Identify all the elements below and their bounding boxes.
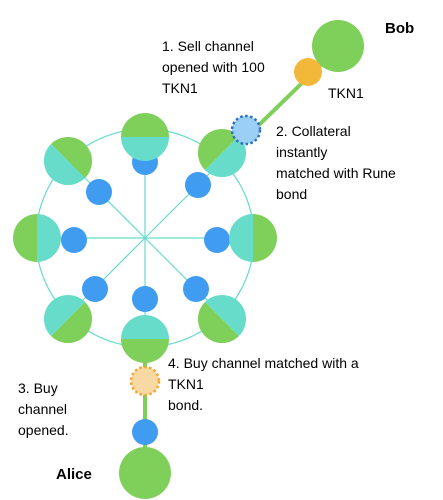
outer-node-right — [229, 214, 277, 262]
step4-annotation: 4. Buy channel matched with a TKN1 bond. — [168, 355, 359, 413]
alice-channel-node — [132, 419, 158, 445]
inner-node — [61, 227, 87, 253]
outer-node-bottom-left — [43, 294, 93, 344]
inner-nodes — [61, 149, 230, 312]
outer-node-bottom-right — [197, 294, 247, 344]
bob-node — [312, 20, 364, 72]
outer-node-left — [13, 214, 61, 262]
outer-node-top-left — [43, 136, 93, 186]
step3-annotation: 3. Buy channel opened. — [18, 380, 69, 438]
inner-node — [82, 276, 108, 302]
inner-node — [185, 172, 211, 198]
bond-node — [129, 365, 161, 397]
outer-node-top-right — [197, 128, 247, 178]
inner-node — [204, 227, 230, 253]
outer-node-bottom — [121, 315, 169, 363]
bob-token-node — [294, 58, 322, 86]
inner-node — [132, 286, 158, 312]
alice-node — [119, 447, 171, 499]
alice-label: Alice — [56, 466, 92, 483]
bob-label: Bob — [385, 20, 415, 37]
outer-node-top — [121, 113, 169, 161]
bob-token-label: TKN1 — [328, 85, 364, 101]
step1-annotation: 1. Sell channel opened with 100 TKN1 — [162, 38, 265, 96]
inner-node — [86, 179, 112, 205]
inner-node — [183, 276, 209, 302]
step2-annotation: 2. Collateral instantly matched with Run… — [276, 123, 396, 202]
collateral-node — [230, 114, 262, 146]
